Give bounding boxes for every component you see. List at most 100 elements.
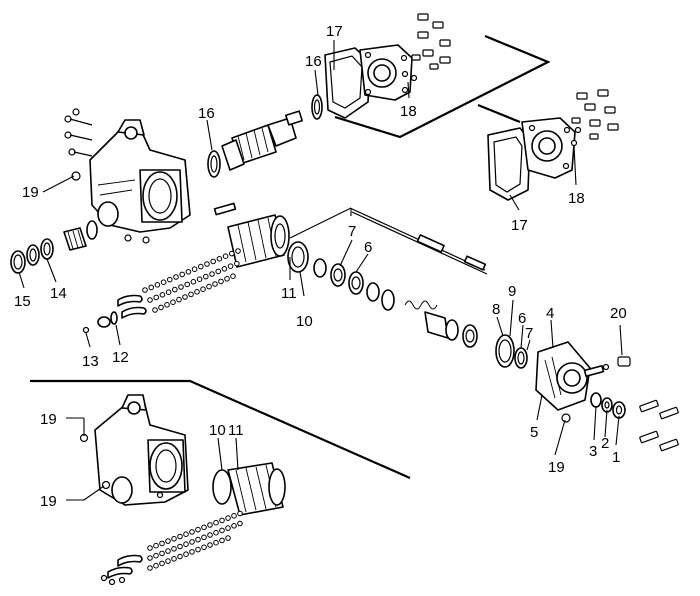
bearing-ball: [147, 555, 153, 561]
bearing-ball: [194, 289, 200, 295]
bearing-ball: [213, 519, 219, 526]
callout-18-top: 18: [400, 103, 417, 120]
bearing-ball: [165, 289, 172, 296]
bearing-ball: [231, 513, 237, 519]
housing-studs: [64, 108, 93, 181]
bearing-ball: [153, 294, 159, 301]
bearing-ball: [229, 250, 235, 257]
bearing-ball: [165, 538, 171, 544]
section-divider-lines: [30, 34, 551, 480]
lower-ball-nut: [212, 462, 286, 516]
bearing-ball: [237, 510, 243, 517]
bearing-ball: [164, 302, 170, 308]
bearing-ball: [222, 253, 229, 260]
top-cover-assembly: [311, 44, 413, 120]
callout-11-low: 11: [228, 422, 244, 439]
callout-17-right: 17: [511, 217, 528, 234]
callout-6-mid: 6: [364, 239, 372, 256]
bearing-ball: [165, 558, 171, 564]
ball-guide-rod: [289, 207, 488, 275]
bearing-ball: [195, 526, 201, 533]
bearing-ball: [204, 261, 210, 267]
bearing-ball: [206, 283, 212, 290]
bearing-ball: [201, 524, 207, 531]
bearing-ball: [225, 535, 231, 541]
callout-19-mid: 19: [548, 459, 565, 476]
bearing-ball: [160, 279, 167, 286]
callout-12: 12: [112, 349, 129, 366]
bearing-ball: [213, 539, 219, 546]
right-cover-assembly: [487, 117, 576, 201]
bearing-ball: [159, 560, 165, 567]
worm-shaft-valve: [404, 300, 478, 348]
left-bearing-stack: [10, 220, 98, 274]
bearing-ball: [147, 545, 153, 551]
bearing-ball: [191, 266, 198, 273]
bearing-ball: [188, 291, 194, 298]
bearing-ball: [207, 542, 213, 548]
callout-10: 10: [296, 313, 313, 330]
callout-3: 3: [589, 443, 597, 460]
end-studs: [639, 399, 679, 452]
bearing-ball: [158, 304, 164, 311]
clip-and-screws-upper: [82, 294, 147, 334]
bearing-ball: [198, 263, 204, 270]
bearing-ball: [215, 268, 221, 275]
bearing-ball: [148, 284, 154, 291]
bearing-ball: [184, 281, 190, 288]
bearing-ball: [201, 534, 207, 541]
bearing-ball: [165, 548, 171, 554]
bearing-ball: [182, 294, 188, 300]
bearing-ball: [183, 531, 189, 538]
bearing-ball: [207, 532, 213, 538]
bearing-ball: [172, 286, 178, 293]
bearing-ball: [224, 276, 230, 282]
bearing-ball: [153, 562, 159, 569]
callout-10-low: 10: [209, 422, 226, 439]
bearing-ball: [209, 271, 215, 277]
ball-chain-lower: [147, 510, 243, 571]
callout-16-top: 16: [305, 53, 322, 70]
bearing-ball: [170, 299, 176, 306]
callout-8: 8: [492, 301, 500, 318]
bearing-ball: [176, 296, 182, 303]
callout-labels: 17 16 18 16 19 17 18 7 6 15 14 11 10 13 …: [14, 23, 627, 510]
bearing-ball: [221, 266, 228, 272]
callout-13: 13: [82, 353, 99, 370]
callout-17-top: 17: [326, 23, 343, 40]
bearing-ball: [210, 258, 216, 265]
ball-chain-upper: [142, 248, 241, 313]
bearing-ball: [225, 525, 231, 531]
top-bolt-cluster: [401, 13, 451, 82]
bearing-ball: [159, 540, 165, 547]
callout-4: 4: [546, 305, 554, 322]
lower-housing-inset: [79, 394, 189, 506]
bearing-ball: [230, 273, 236, 280]
end-cover: [535, 341, 631, 423]
bearing-ball: [212, 281, 218, 287]
bearing-ball: [179, 271, 185, 278]
bearing-ball: [207, 522, 213, 528]
callout-6-right: 6: [518, 310, 526, 327]
callout-19-low2: 19: [40, 493, 57, 510]
callout-5: 5: [530, 424, 538, 441]
callout-18-right: 18: [568, 190, 585, 207]
callout-15: 15: [14, 293, 31, 310]
bearing-ball: [219, 517, 225, 524]
bearing-ball: [171, 536, 177, 542]
ball-nut-assembly: [213, 202, 309, 273]
bearing-ball: [153, 552, 159, 559]
callout-14: 14: [50, 285, 67, 302]
callout-1: 1: [612, 449, 620, 466]
bearing-ball: [159, 292, 166, 298]
bearing-ball: [235, 248, 241, 254]
bearing-ball: [142, 287, 148, 293]
bearing-ball: [218, 278, 224, 285]
bearing-ball: [183, 551, 189, 558]
bearing-ball: [147, 565, 153, 571]
bearing-ball: [201, 544, 207, 551]
callout-2: 2: [601, 435, 609, 452]
callout-7: 7: [348, 223, 356, 240]
bearing-ball: [196, 276, 203, 283]
